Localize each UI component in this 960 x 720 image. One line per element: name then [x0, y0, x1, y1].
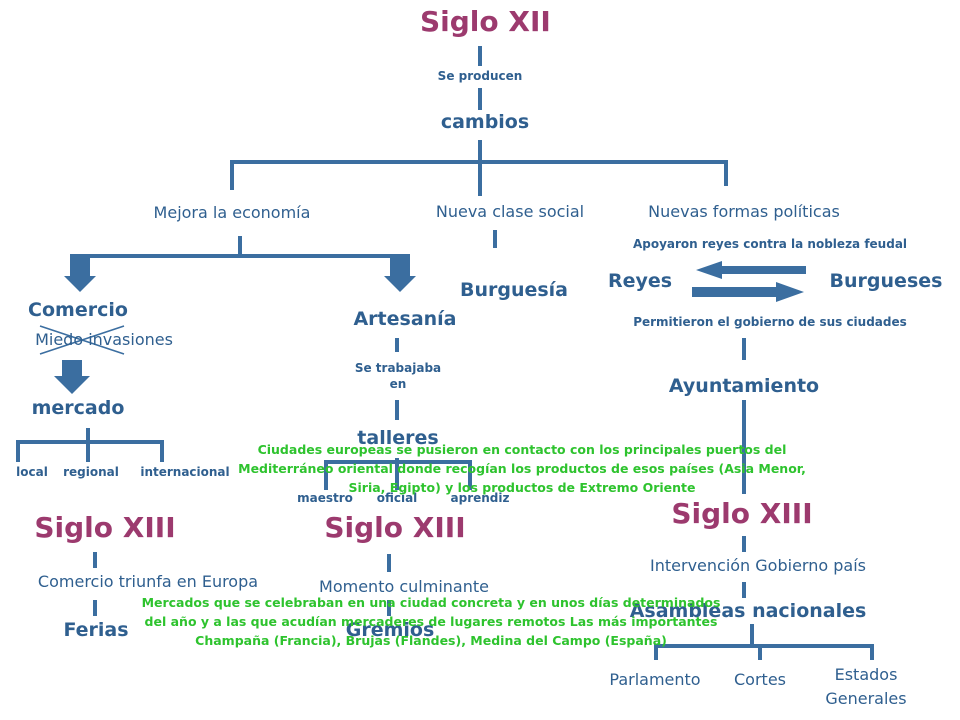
left-arrow-icon [696, 261, 806, 279]
century-commerce: Siglo XIII [34, 511, 176, 544]
burghers-node: Burgueses [829, 270, 943, 292]
root-title: Siglo XII [420, 5, 551, 38]
kings-node: Reyes [607, 270, 673, 292]
commerce-result: Comercio triunfa en Europa [37, 572, 259, 591]
council-node: Ayuntamiento [668, 375, 820, 397]
market-node: mercado [31, 397, 125, 419]
crafts-peak: Momento culminante [319, 577, 489, 596]
cross-mark-line [39, 325, 125, 355]
market-level-international: internacional [140, 465, 230, 479]
permit-note: Permitieron el gobierno de sus ciudades [633, 315, 907, 329]
branch-social: Nueva clase social [435, 202, 585, 221]
social-class: Burguesía [459, 279, 569, 301]
assemblies-node: Asambleas nacionales [629, 600, 867, 622]
markets-note: Mercados que se celebraban en una ciudad… [141, 595, 721, 648]
root-node: cambios [440, 111, 530, 133]
market-level-local: local [16, 465, 48, 479]
down-arrow-icon [384, 254, 416, 292]
role-officer: oficial [376, 491, 418, 505]
commerce-struck-text: Miedo invasiones [35, 330, 173, 349]
century-crafts: Siglo XIII [324, 511, 466, 544]
role-master: maestro [297, 491, 353, 505]
fairs-node: Ferias [63, 619, 129, 641]
body-parliament: Parlamento [609, 670, 701, 689]
body-estates-general: Estados Generales [825, 665, 907, 708]
down-arrow-icon [64, 254, 96, 292]
workshops-node: talleres [357, 427, 439, 449]
role-apprentice: aprendiz [450, 491, 510, 505]
right-arrow-icon [692, 282, 804, 302]
connector-bodies-bracket [654, 644, 874, 660]
body-cortes: Cortes [734, 670, 786, 689]
guilds-node: Gremios [345, 619, 435, 641]
branch-economy: Mejora la economía [153, 203, 311, 222]
support-note: Apoyaron reyes contra la nobleza feudal [632, 237, 908, 251]
branch-political: Nuevas formas políticas [648, 202, 840, 221]
crafts-title: Artesanía [353, 308, 457, 330]
cities-note: Ciudades europeas se pusieron en contact… [238, 442, 806, 495]
down-arrow-icon [54, 360, 90, 394]
market-level-regional: regional [63, 465, 119, 479]
century-politics: Siglo XIII [671, 497, 813, 530]
commerce-title: Comercio [28, 299, 128, 321]
intervention-node: Intervención Gobierno país [650, 556, 866, 575]
root-verb: Se producen [437, 69, 523, 83]
crafts-verb: Se trabajaba en [354, 361, 442, 392]
